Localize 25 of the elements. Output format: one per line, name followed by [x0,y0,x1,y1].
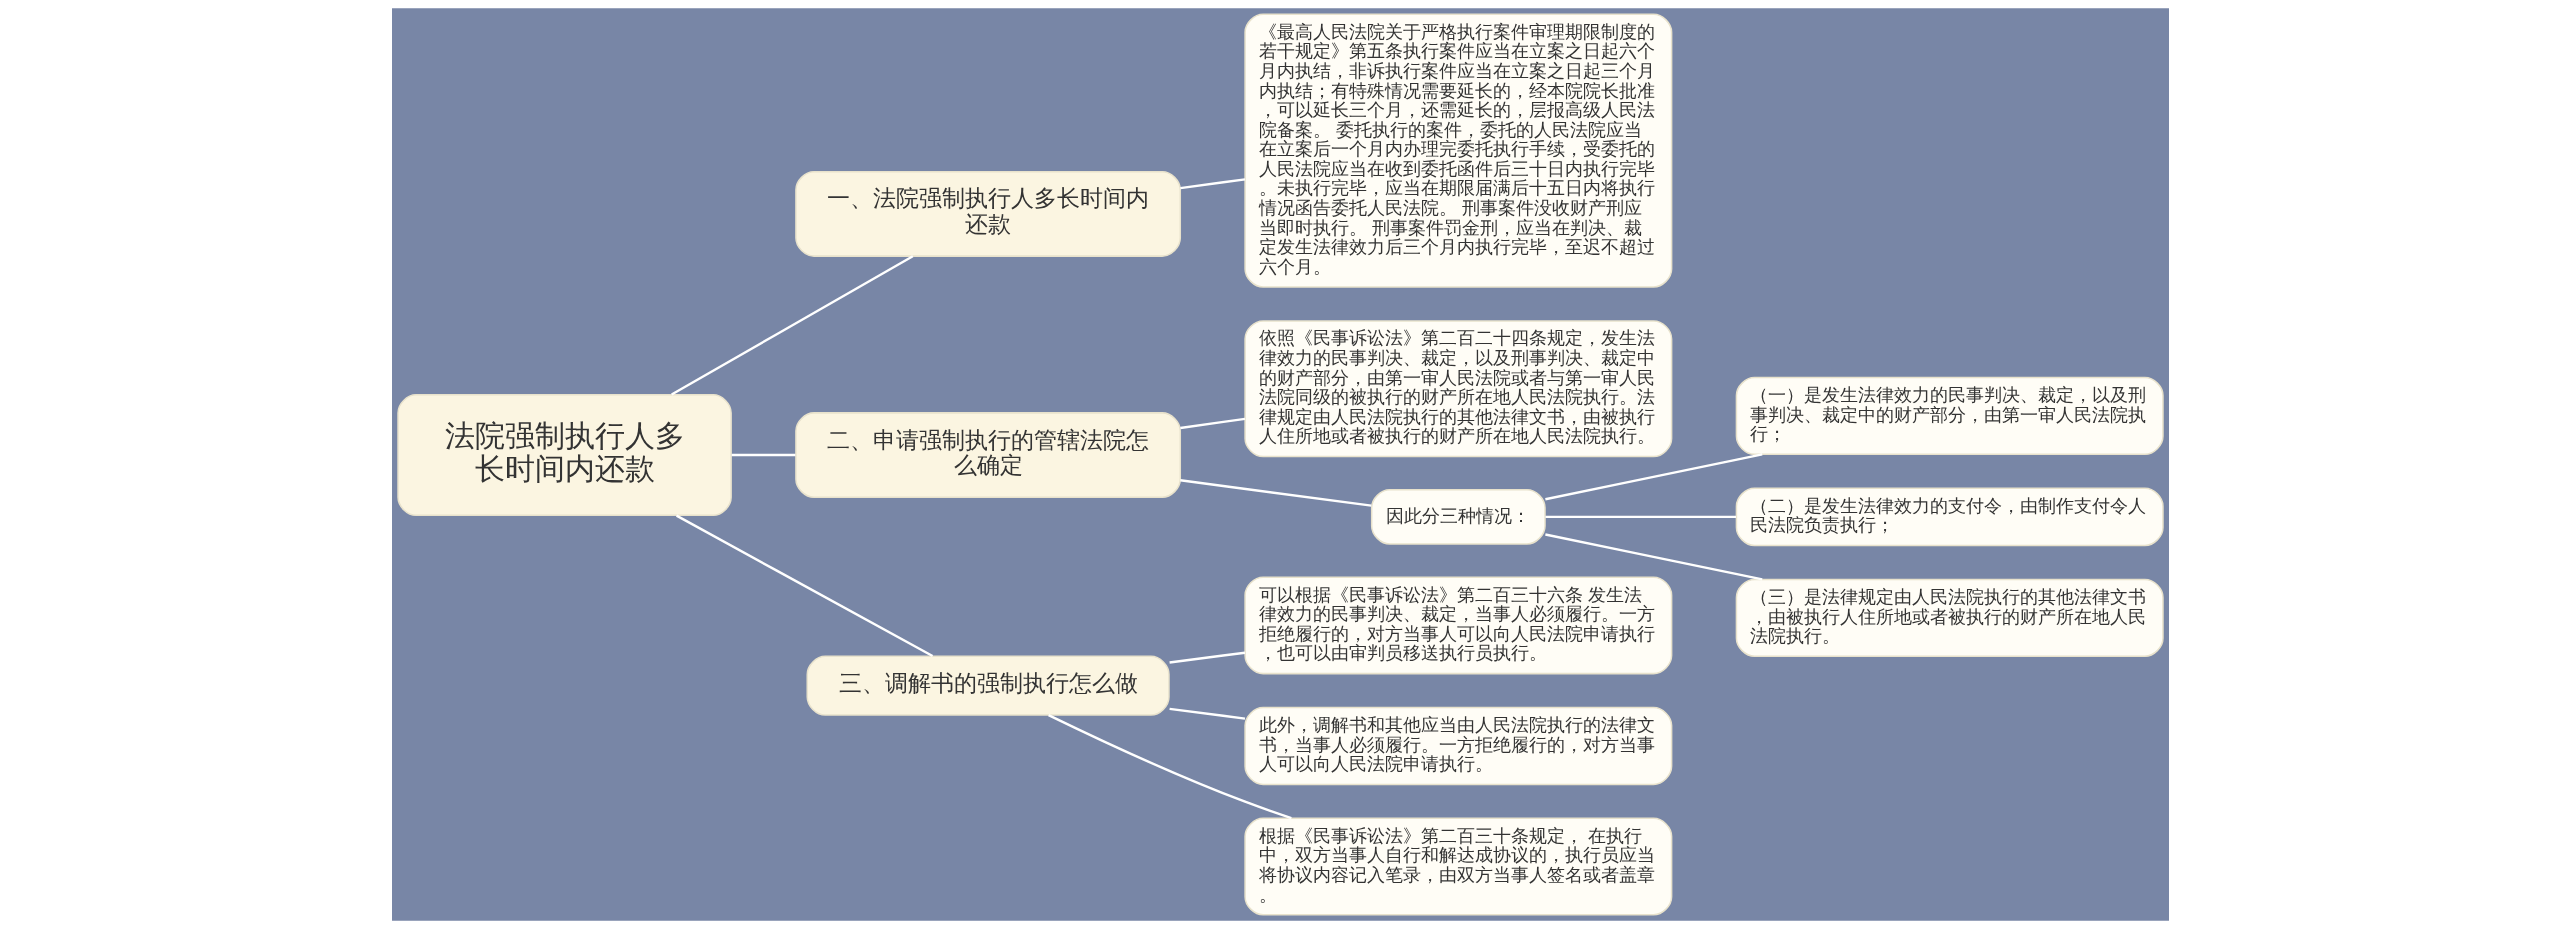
node-box: （二）是发生法律效力的支付令，由制作支付令人民法院负责执行； [1735,487,2164,547]
connector [1179,417,1245,430]
node-box: 依照《民事诉讼法》第二百二十四条规定，发生法律效力的民事判决、裁定，以及刑事判决、裁定中的财产部分，由第一审人民法院或者与第一审人民法院同级的被执行的财产所在地人民法院执行。法律规定由人民法院执行的其他法律文书，由被执行人住所地或者被执行的财产所在地人民法院执行。 [1243,320,1672,458]
connector [1544,453,1762,501]
connector [731,453,795,457]
node-box: 三、调解书的强制执行怎么做 [806,655,1170,716]
node-box: 根据《民事诉讼法》第二百三十条规定， 在执行中，双方当事人自行和解达成协议的，执行员应当将协议内容记入笔录，由双方当事人签名或者盖章。 [1243,817,1672,916]
connector [1168,651,1245,664]
node-box: 法院强制执行人多长时间内还款 [396,394,732,517]
connector [1179,178,1245,190]
connector [1168,707,1245,720]
connector [1047,714,1292,820]
connector [675,514,933,658]
connector [1545,515,1736,519]
node-box: 可以根据《民事诉讼法》第二百三十六条 发生法律效力的民事判决、裁定，当事人必须履行。一方拒绝履行的，对方当事人可以向人民法院申请执行，也可以由审判员移送执行员执行。 [1243,576,1672,675]
node-box: 此外，调解书和其他应当由人民法院执行的法律文书，当事人必须履行。一方拒绝履行的，对方当事人可以向人民法院申请执行。 [1243,706,1672,786]
node-box: （三）是法律规定由人民法院执行的其他法律文书，由被执行人住所地或者被执行的财产所在地人民法院执行。 [1735,578,2164,658]
node-box: 因此分三种情况： [1370,489,1546,545]
connector [1179,479,1371,507]
node-box: 二、申请强制执行的管辖法院怎么确定 [794,412,1181,499]
node-box: 《最高人民法院关于严格执行案件审理期限制度的若干规定》第五条执行案件应当在立案之日起六个月内执结，非诉执行案件应当在立案之日起三个月内执结；有特殊情况需要延长的，经本院院长批准，可以延长三个月，还需延长的，层报高级人民法院备案。 委托执行的案件，委托的人民法院应当在立案后一个月内办理完委托执行手续，受委托的人民法院应当在收到委托函件后三十日内执行完毕。未执行完毕，应当在期限届满后十五日内将执行情况函告委托人民法院。 刑事案件没收财产刑应当即时执行。 刑事案件罚金刑，应当在判决、裁定发生法律效力后三个月内执行完毕，至迟不超过六个月。 [1243,13,1672,288]
node-box: （一）是发生法律效力的民事判决、裁定，以及刑事判决、裁定中的财产部分，由第一审人民法院执行； [1735,376,2164,456]
connector [1544,533,1762,581]
node-box: 一、法院强制执行人多长时间内还款 [794,170,1181,257]
connector [670,255,913,396]
